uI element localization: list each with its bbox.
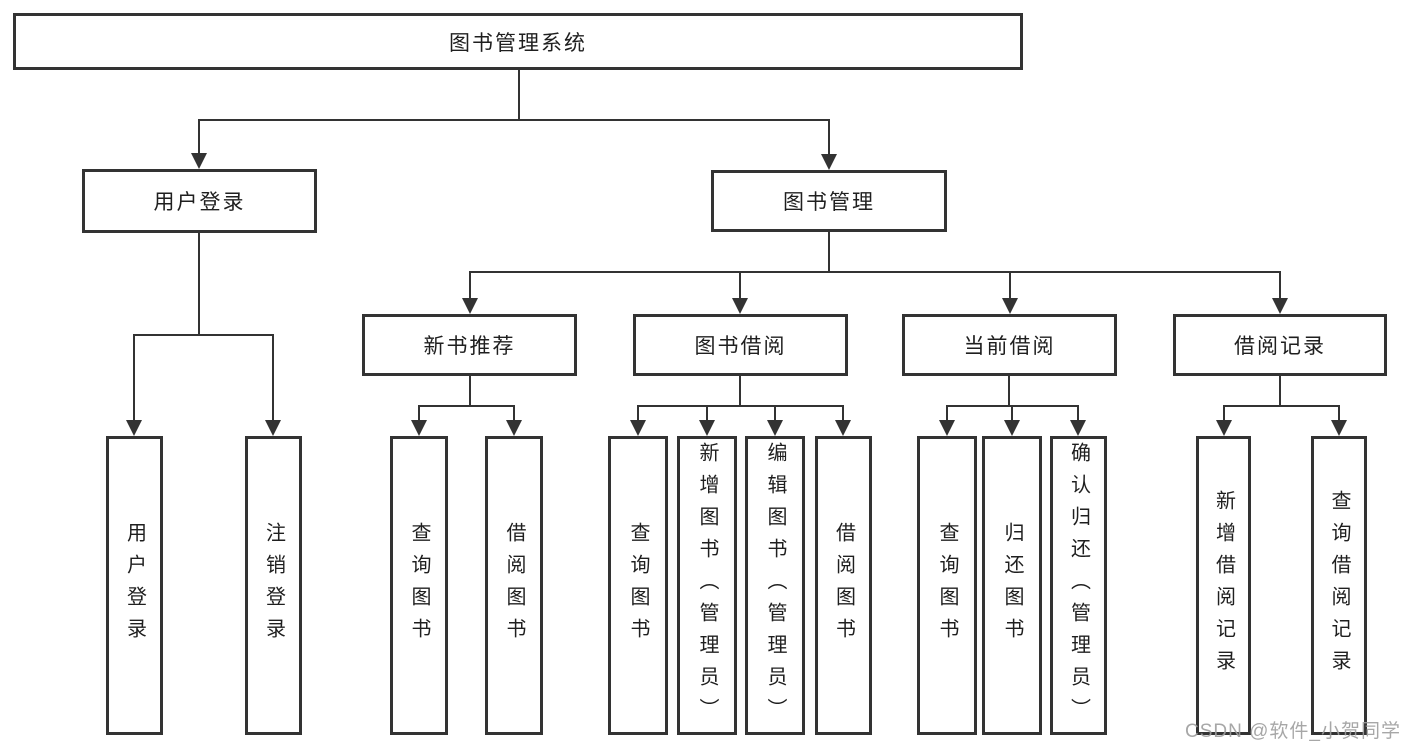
connector-line xyxy=(1338,405,1340,422)
leaf-borrow-query-books: 查询图书 xyxy=(608,436,668,735)
connector-line xyxy=(1009,271,1011,300)
leaf-add-borrow-record-label: 新增借阅记录 xyxy=(1212,489,1235,682)
arrow-down-icon xyxy=(1004,420,1020,436)
node-borrow-records-label: 借阅记录 xyxy=(1234,335,1326,358)
node-new-book-recommend: 新书推荐 xyxy=(362,314,577,376)
connector-line xyxy=(774,405,776,422)
leaf-recommend-borrow-books: 借阅图书 xyxy=(485,436,543,735)
node-current-borrow-label: 当前借阅 xyxy=(963,335,1056,358)
connector-line xyxy=(739,271,741,300)
leaf-logout-label: 注销登录 xyxy=(262,521,285,650)
connector-line xyxy=(1223,405,1225,422)
node-root: 图书管理系统 xyxy=(13,13,1023,70)
leaf-confirm-return-admin: 确认归还（管理员） xyxy=(1050,436,1107,735)
leaf-add-borrow-record: 新增借阅记录 xyxy=(1196,436,1251,735)
leaf-logout: 注销登录 xyxy=(245,436,302,735)
connector-line xyxy=(828,119,830,156)
node-borrow-records: 借阅记录 xyxy=(1173,314,1387,376)
arrow-down-icon xyxy=(767,420,783,436)
node-user-login-label: 用户登录 xyxy=(153,191,246,214)
connector-line xyxy=(842,405,844,422)
connector-line xyxy=(199,119,830,121)
connector-line xyxy=(637,405,639,422)
arrow-down-icon xyxy=(835,420,851,436)
leaf-edit-books-admin: 编辑图书（管理员） xyxy=(745,436,805,735)
arrow-down-icon xyxy=(1002,298,1018,314)
leaf-query-borrow-record: 查询借阅记录 xyxy=(1311,436,1367,735)
connector-line xyxy=(1223,405,1340,407)
node-book-management-label: 图书管理 xyxy=(783,191,875,214)
csdn-watermark: CSDN @软件_小贺同学 xyxy=(1185,721,1401,742)
connector-line xyxy=(133,334,135,422)
arrow-down-icon xyxy=(699,420,715,436)
leaf-recommend-borrow-books-label: 借阅图书 xyxy=(503,521,525,650)
leaf-confirm-return-admin-label: 确认归还（管理员） xyxy=(1067,441,1090,730)
connector-line xyxy=(272,334,274,422)
leaf-user-login-label: 用户登录 xyxy=(123,521,146,650)
connector-line xyxy=(198,233,200,336)
connector-line xyxy=(1279,271,1281,300)
connector-line xyxy=(469,271,471,300)
leaf-add-books-admin-label: 新增图书（管理员） xyxy=(696,441,718,730)
node-root-label: 图书管理系统 xyxy=(449,31,587,55)
node-book-management: 图书管理 xyxy=(711,170,947,232)
connector-line xyxy=(637,405,844,407)
leaf-recommend-query-books: 查询图书 xyxy=(390,436,448,735)
connector-line xyxy=(513,405,515,422)
node-new-book-recommend-label: 新书推荐 xyxy=(423,335,516,358)
arrow-down-icon xyxy=(1216,420,1232,436)
connector-line xyxy=(1077,405,1079,422)
leaf-current-query-books: 查询图书 xyxy=(917,436,977,735)
connector-line xyxy=(469,271,1281,273)
leaf-recommend-query-books-label: 查询图书 xyxy=(408,521,430,650)
arrow-down-icon xyxy=(265,420,281,436)
connector-line xyxy=(133,334,274,336)
arrow-down-icon xyxy=(506,420,522,436)
leaf-current-query-books-label: 查询图书 xyxy=(936,521,958,650)
arrow-down-icon xyxy=(462,298,478,314)
connector-line xyxy=(418,405,420,422)
node-current-borrow: 当前借阅 xyxy=(902,314,1117,376)
arrow-down-icon xyxy=(126,420,142,436)
connector-line xyxy=(1279,376,1281,407)
connector-line xyxy=(828,232,830,273)
connector-line xyxy=(1008,376,1010,407)
arrow-down-icon xyxy=(411,420,427,436)
arrow-down-icon xyxy=(191,153,207,169)
leaf-borrow-books-label: 借阅图书 xyxy=(832,521,855,650)
connector-line xyxy=(198,119,200,155)
node-book-borrow-label: 图书借阅 xyxy=(694,335,787,358)
connector-line xyxy=(518,70,520,120)
leaf-query-borrow-record-label: 查询借阅记录 xyxy=(1328,489,1350,682)
arrow-down-icon xyxy=(821,154,837,170)
connector-line xyxy=(946,405,948,422)
leaf-borrow-books: 借阅图书 xyxy=(815,436,872,735)
leaf-add-books-admin: 新增图书（管理员） xyxy=(677,436,737,735)
node-user-login: 用户登录 xyxy=(82,169,317,233)
arrow-down-icon xyxy=(1331,420,1347,436)
leaf-return-books: 归还图书 xyxy=(982,436,1042,735)
leaf-user-login: 用户登录 xyxy=(106,436,163,735)
arrow-down-icon xyxy=(732,298,748,314)
node-book-borrow: 图书借阅 xyxy=(633,314,848,376)
leaf-return-books-label: 归还图书 xyxy=(1001,521,1023,650)
connector-line xyxy=(469,376,471,407)
connector-line xyxy=(706,405,708,422)
connector-line xyxy=(418,405,515,407)
leaf-borrow-query-books-label: 查询图书 xyxy=(627,521,649,650)
connector-line xyxy=(1011,405,1013,422)
leaf-edit-books-admin-label: 编辑图书（管理员） xyxy=(764,441,786,730)
connector-line xyxy=(739,376,741,407)
arrow-down-icon xyxy=(1070,420,1086,436)
arrow-down-icon xyxy=(939,420,955,436)
arrow-down-icon xyxy=(630,420,646,436)
arrow-down-icon xyxy=(1272,298,1288,314)
